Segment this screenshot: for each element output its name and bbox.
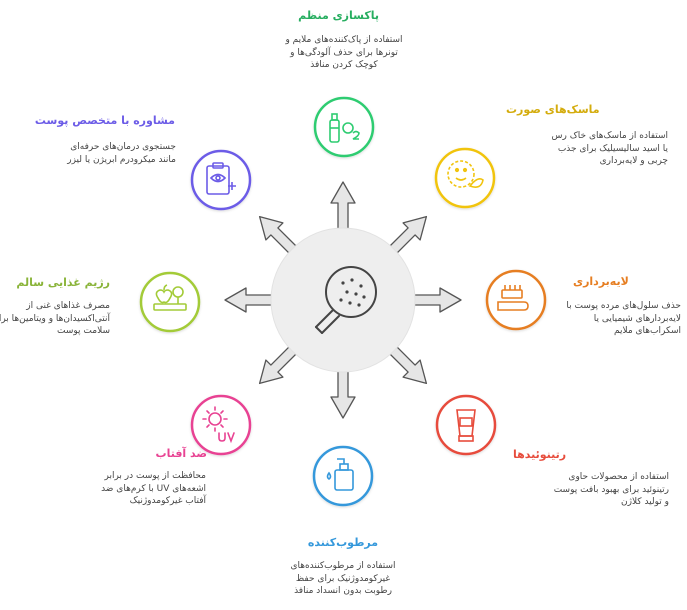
desc-line: و تولید کلاژن: [620, 497, 669, 507]
pump-bottle-icon: [326, 458, 354, 491]
desc-line: استفاده از مرطوب‌کننده‌های: [290, 561, 396, 571]
desc-line: آفتاب غیرکومدوژنیک: [129, 496, 206, 506]
desc-line: مانند میکرودرم ابریژن یا لیزر: [67, 154, 176, 165]
desc-line: محافظت از پوست در برابر: [104, 471, 206, 481]
desc-diet: مصرف غذاهای غنی از آنتی‌اکسیدان‌ها و ویت…: [0, 300, 110, 338]
desc-line: استفاده از محصولات حاوی: [568, 472, 669, 482]
desc-sunscreen: محافظت از پوست در برابر اشعه‌های UV با ک…: [66, 470, 206, 508]
title-sunscreen: ضد آفتاب: [155, 447, 207, 460]
desc-moisturizer: استفاده از مرطوب‌کننده‌های غیرکومدوژنیک …: [270, 560, 416, 598]
desc-line: لایه‌بردارهای شیمیایی یا: [593, 313, 681, 324]
desc-line: جستجوی درمان‌های حرفه‌ای: [70, 142, 176, 152]
desc-exfoliation: حذف سلول‌های مرده پوست با لایه‌بردارهای …: [566, 300, 681, 338]
apple-scale-icon: [153, 284, 187, 311]
clipboard-eye-icon: [206, 162, 236, 195]
desc-line: کوچک کردن منافذ: [310, 60, 378, 70]
desc-line: حذف سلول‌های مرده پوست با: [566, 301, 681, 311]
title-diet: رژیم غذایی سالم: [16, 276, 110, 289]
node-cleansing: [313, 96, 375, 158]
desc-line: استفاده از ماسک‌های خاک رس: [551, 131, 668, 141]
node-exfoliation: [485, 269, 547, 331]
node-sunscreen: [190, 394, 252, 456]
node-dermatologist: [190, 149, 252, 211]
desc-line: رطوبت بدون انسداد منافذ: [294, 586, 392, 596]
desc-line: آنتی‌اکسیدان‌ها و ویتامین‌ها برای: [0, 313, 110, 324]
desc-line: مصرف غذاهای غنی از: [26, 301, 110, 311]
desc-line: غیرکومدوژنیک برای حفظ: [295, 573, 391, 584]
toothbrush-icon: [497, 285, 529, 311]
magnifier-pores-icon: [315, 266, 377, 334]
face-mask-icon: [447, 160, 484, 188]
hub-circle: [270, 227, 416, 373]
cream-tube-icon: [456, 409, 476, 442]
desc-line: یا اسید سالیسیلیک برای جذب: [557, 143, 668, 154]
desc-retinoids: استفاده از محصولات حاوی رتینوئید برای به…: [513, 471, 669, 509]
title-retinoids: رتینوئیدها: [513, 448, 567, 461]
node-masks: [434, 147, 496, 209]
desc-masks: استفاده از ماسک‌های خاک رس یا اسید سالیس…: [506, 130, 668, 168]
title-exfoliation: لایه‌برداری: [573, 275, 629, 288]
title-moisturizer: مرطوب‌کننده: [307, 536, 379, 549]
bottle-o2-icon: [329, 113, 360, 143]
node-moisturizer: [312, 445, 374, 507]
desc-line: اسکراب‌های ملایم: [613, 326, 681, 336]
desc-line: تونرها برای حذف آلودگی‌ها و: [290, 47, 398, 58]
node-retinoids: [435, 394, 497, 456]
desc-line: سلامت پوست: [57, 326, 110, 336]
desc-line: رتینوئید برای بهبود بافت پوست: [553, 484, 669, 495]
desc-cleansing: استفاده از پاک‌کننده‌های ملایم و تونرها …: [270, 34, 418, 72]
title-dermatologist: مشاوره با متخصص پوست: [34, 114, 175, 127]
desc-line: اشعه‌های UV با کرم‌های ضد: [101, 483, 206, 494]
title-cleansing: پاکسازی منظم: [298, 9, 379, 22]
sun-uv-icon: [202, 406, 235, 444]
desc-line: استفاده از پاک‌کننده‌های ملایم و: [285, 35, 403, 45]
desc-dermatologist: جستجوی درمان‌های حرفه‌ای مانند میکرودرم …: [50, 141, 176, 166]
node-diet: [139, 271, 201, 333]
desc-line: چربی و لایه‌برداری: [599, 156, 668, 166]
title-masks: ماسک‌های صورت: [506, 103, 600, 116]
